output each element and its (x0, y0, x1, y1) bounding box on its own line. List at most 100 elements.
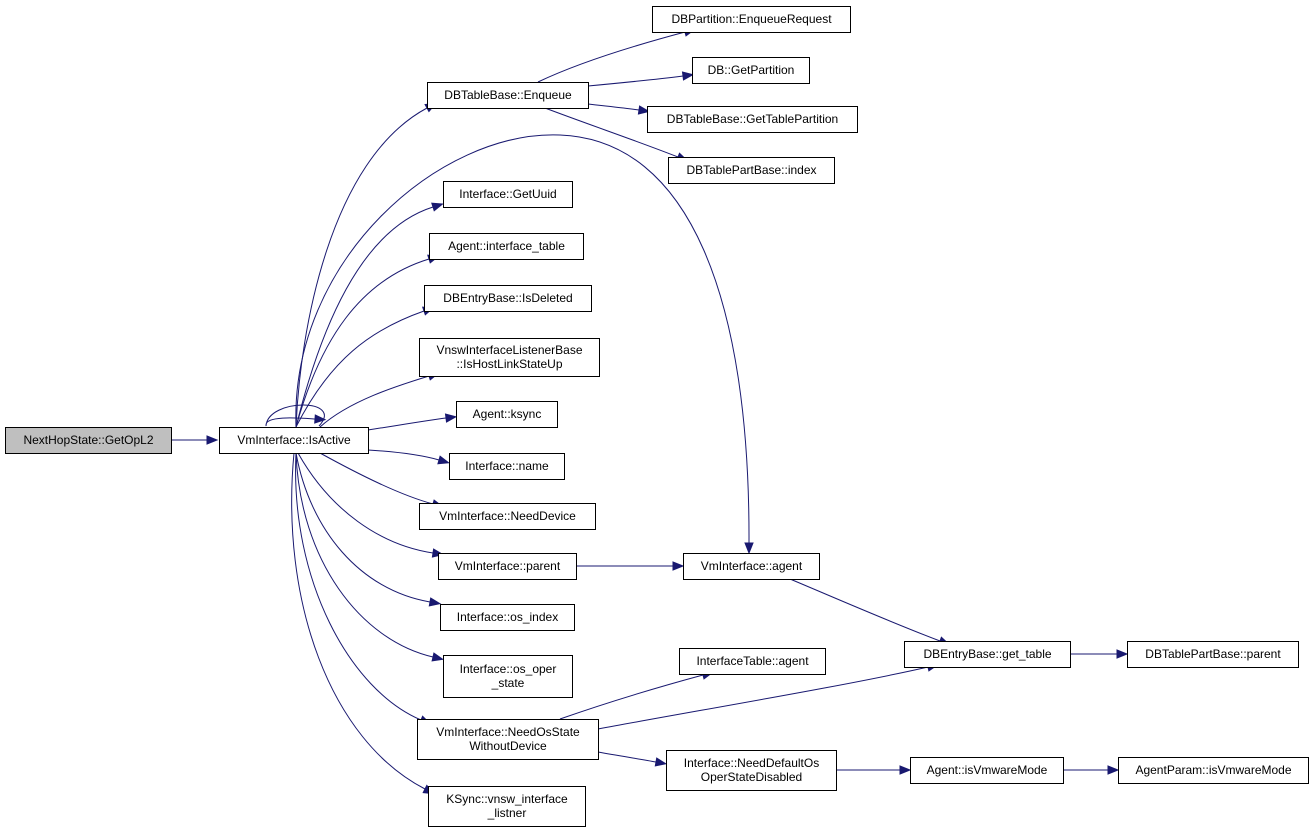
node-label: OperStateDisabled (701, 770, 802, 784)
node-dbtablepartbase-index[interactable]: DBTablePartBase::index (668, 157, 835, 184)
node-box[interactable] (429, 233, 584, 260)
node-ksync-vnsw-interface-listner[interactable]: KSync::vnsw_interface_listner (428, 786, 586, 827)
node-box[interactable] (219, 427, 369, 454)
node-label: DBEntryBase::get_table (923, 647, 1051, 661)
node-box[interactable] (427, 82, 589, 109)
edge-n2-n16 (587, 71, 695, 87)
node-label: VmInterface::NeedDevice (439, 509, 576, 523)
node-box[interactable] (679, 648, 826, 675)
edge-line (789, 578, 941, 642)
node-vminterface-isactive[interactable]: VmInterface::IsActive (219, 427, 369, 454)
node-vminterface-needdevice[interactable]: VmInterface::NeedDevice (419, 503, 596, 530)
node-box[interactable] (417, 719, 599, 760)
edge-line (597, 751, 657, 763)
node-vminterface-agent[interactable]: VmInterface::agent (683, 553, 820, 580)
node-label: AgentParam::isVmwareMode (1135, 763, 1291, 777)
node-db-getpartition[interactable]: DB::GetPartition (692, 57, 810, 84)
node-box[interactable] (668, 157, 835, 184)
edge-line (297, 452, 434, 554)
node-box[interactable] (443, 655, 573, 698)
node-label: Interface::name (465, 459, 549, 473)
node-interface-getuuid[interactable]: Interface::GetUuid (443, 181, 573, 208)
edge-n1-n14 (291, 452, 436, 795)
edge-n1-n11 (295, 452, 442, 607)
node-label: DBTablePartBase::index (686, 163, 816, 177)
node-label: DBEntryBase::IsDeleted (443, 291, 572, 305)
edge-line (319, 452, 434, 505)
node-interface-needdefaultosoperstatedisabled[interactable]: Interface::NeedDefaultOsOperStateDisable… (666, 750, 837, 791)
node-label: Interface::NeedDefaultOs (684, 756, 819, 770)
node-label: DBTableBase::Enqueue (444, 88, 572, 102)
node-interface-os-index[interactable]: Interface::os_index (440, 604, 575, 631)
edge-line (537, 31, 686, 83)
arrowhead-icon (654, 757, 668, 767)
node-box[interactable] (419, 503, 596, 530)
edge-n10-n19 (576, 561, 685, 571)
arrowhead-icon (314, 414, 327, 424)
node-box[interactable] (449, 453, 565, 480)
node-label: Agent::ksync (473, 407, 542, 421)
arrowhead-icon (744, 542, 754, 555)
node-nexthopstate-getopl2[interactable]: NextHopState::GetOpL2 (5, 427, 172, 454)
node-dbtablebase-enqueue[interactable]: DBTableBase::Enqueue (427, 82, 589, 109)
node-interfacetable-agent[interactable]: InterfaceTable::agent (679, 648, 826, 675)
node-label: InterfaceTable::agent (696, 654, 809, 668)
edge-n24-n25 (1063, 765, 1120, 775)
node-vminterface-parent[interactable]: VmInterface::parent (438, 553, 577, 580)
edge-line (265, 404, 325, 427)
node-label: NextHopState::GetOpL2 (23, 433, 153, 447)
node-label: _listner (487, 806, 527, 820)
node-box[interactable] (1118, 757, 1309, 784)
arrowhead-icon (444, 413, 458, 423)
node-box[interactable] (428, 786, 586, 827)
edge-n1-n8 (367, 449, 450, 465)
node-agent-interface-table[interactable]: Agent::interface_table (429, 233, 584, 260)
node-dbpartition-enqueuerequest[interactable]: DBPartition::EnqueueRequest (652, 6, 851, 33)
arrowhead-icon (637, 105, 651, 115)
node-agentparam-isvmwaremode[interactable]: AgentParam::isVmwareMode (1118, 757, 1309, 784)
node-label: Interface::GetUuid (459, 187, 556, 201)
edge-line (544, 107, 679, 158)
edge-n1-n19 (295, 134, 754, 555)
node-dbentrybase-get-table[interactable]: DBEntryBase::get_table (904, 641, 1071, 668)
arrowhead-icon (1107, 765, 1120, 775)
arrowhead-icon (681, 71, 695, 81)
edge-n1-n3 (295, 202, 444, 428)
node-box[interactable] (443, 181, 573, 208)
node-label: VmInterface::parent (455, 559, 561, 573)
node-box[interactable] (652, 6, 851, 33)
arrowhead-icon (1116, 649, 1129, 659)
node-box[interactable] (692, 57, 810, 84)
node-box[interactable] (1127, 641, 1299, 668)
node-box[interactable] (440, 604, 575, 631)
edge-n20-n21 (1070, 649, 1129, 659)
edge-n23-n24 (836, 765, 912, 775)
edge-n2-n17 (587, 103, 651, 115)
node-agent-isvmwaremode[interactable]: Agent::isVmwareMode (910, 757, 1064, 784)
node-box[interactable] (424, 285, 592, 312)
node-dbentrybase-isdeleted[interactable]: DBEntryBase::IsDeleted (424, 285, 592, 312)
node-interface-name[interactable]: Interface::name (449, 453, 565, 480)
node-label: KSync::vnsw_interface (446, 792, 568, 806)
edge-line (559, 674, 704, 720)
node-interface-os-oper-state[interactable]: Interface::os_oper_state (443, 655, 573, 698)
node-box[interactable] (456, 401, 558, 428)
node-box[interactable] (904, 641, 1071, 668)
node-box[interactable] (5, 427, 172, 454)
node-label: Interface::os_index (457, 610, 558, 624)
node-box[interactable] (666, 750, 837, 791)
node-dbtablepartbase-parent[interactable]: DBTablePartBase::parent (1127, 641, 1299, 668)
arrowhead-icon (431, 652, 445, 662)
edge-line (587, 75, 684, 87)
node-box[interactable] (683, 553, 820, 580)
node-box[interactable] (647, 106, 858, 133)
node-dbtablebase-gettablepartition[interactable]: DBTableBase::GetTablePartition (647, 106, 858, 133)
node-label: VmInterface::agent (701, 559, 803, 573)
edge-line (587, 103, 640, 111)
node-box[interactable] (910, 757, 1064, 784)
node-box[interactable] (438, 553, 577, 580)
node-vnswinterfacelistenerbase-ishostlinkstateup[interactable]: VnswInterfaceListenerBase::IsHostLinkSta… (419, 338, 600, 377)
node-agent-ksync[interactable]: Agent::ksync (456, 401, 558, 428)
node-box[interactable] (419, 338, 600, 377)
